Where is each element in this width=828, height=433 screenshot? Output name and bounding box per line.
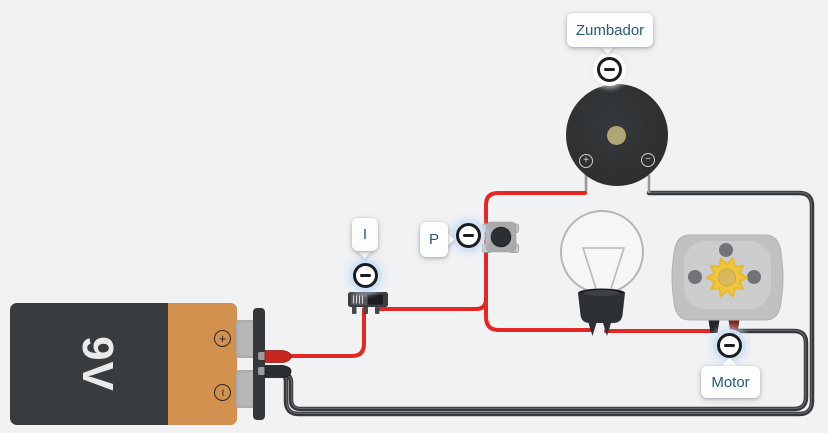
battery-positive-clip[interactable] (258, 350, 292, 363)
pushbutton-name-tag[interactable]: P (420, 222, 448, 257)
pushbutton-minus-icon[interactable] (456, 223, 481, 248)
wire-red-buzzer-button-to-bulb[interactable] (484, 191, 594, 332)
bulb-pin-right (603, 323, 611, 336)
battery-terminal-band (168, 303, 237, 425)
bulb-pin-left (588, 323, 597, 336)
battery-positive-snap (236, 320, 256, 358)
zumbador-tag-text: Zumbador (575, 21, 645, 39)
pushbutton[interactable] (478, 218, 524, 260)
battery-9v[interactable]: 9V + − (10, 303, 266, 425)
battery-minus-symbol: − (214, 384, 231, 401)
battery-plus-symbol: + (214, 330, 231, 347)
slide-switch[interactable] (344, 285, 392, 317)
motor-terminal-negative (728, 320, 740, 333)
switch-pin-1 (352, 306, 357, 314)
dc-motor[interactable] (664, 228, 794, 340)
bulb-base-top (583, 290, 620, 296)
bulb-filament (581, 247, 626, 293)
switch-tag-text: I (362, 226, 368, 243)
switch-slider-knob[interactable] (351, 294, 367, 305)
zumbador-name-tag[interactable]: Zumbador (567, 13, 653, 47)
pushbutton-tag-text: P (428, 231, 439, 248)
battery-negative-clip[interactable] (258, 365, 292, 378)
switch-minus-icon[interactable] (353, 263, 378, 288)
motor-minus-icon[interactable] (717, 333, 742, 358)
motor-shaft (718, 268, 736, 287)
buzzer-plus-symbol: + (579, 154, 593, 168)
wire-red-battery-to-switch[interactable] (269, 307, 366, 358)
buzzer-leads (584, 175, 651, 193)
motor-name-tag[interactable]: Motor (701, 366, 760, 398)
battery-connector-bar (253, 308, 265, 420)
bulb-base (578, 293, 625, 323)
zumbador-minus-icon[interactable] (597, 57, 622, 82)
buzzer[interactable]: + − (566, 84, 668, 186)
motor-screw-dots (688, 243, 761, 284)
battery-negative-snap (236, 370, 256, 408)
switch-slot (368, 294, 383, 305)
light-bulb[interactable] (552, 192, 652, 340)
buzzer-minus-symbol: − (641, 153, 655, 167)
switch-pin-2 (363, 306, 368, 314)
switch-pin-3 (375, 306, 380, 314)
pushbutton-cap[interactable] (490, 226, 512, 248)
motor-terminal-positive (708, 320, 720, 333)
buzzer-center-dot (607, 126, 626, 145)
motor-tag-text: Motor (711, 373, 750, 391)
switch-name-tag[interactable]: I (352, 218, 378, 251)
